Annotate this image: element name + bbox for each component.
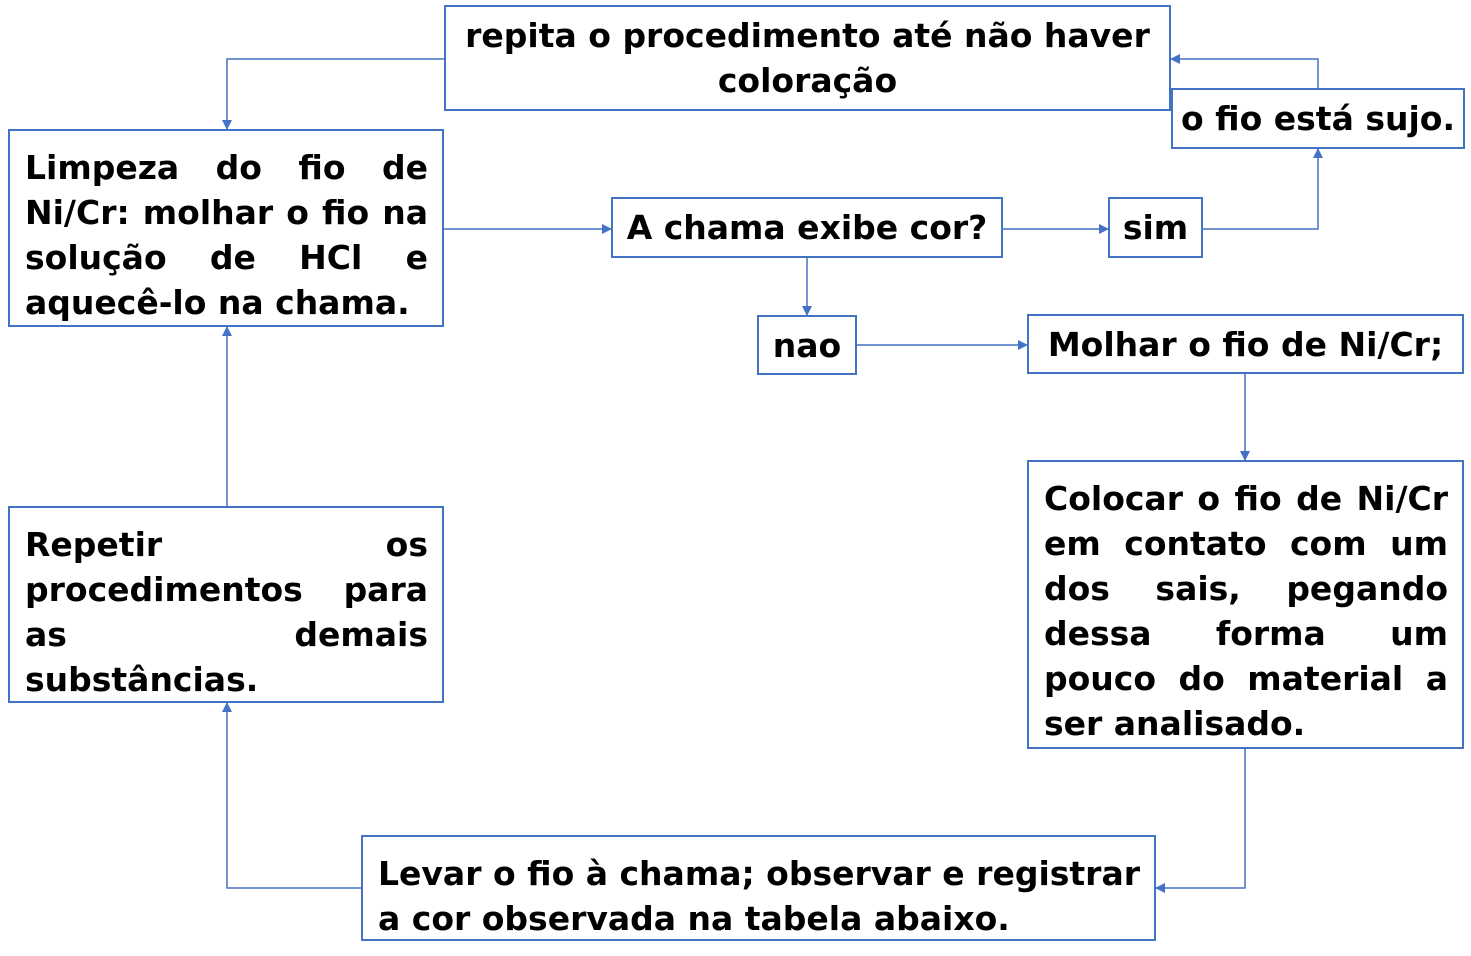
wire-dirty-box: o fio está sujo.	[1171, 88, 1465, 149]
repeat-substances-box: Repetir os procedimentos para as demais …	[8, 506, 444, 703]
wet-wire-box: Molhar o fio de Ni/Cr;	[1027, 314, 1464, 374]
arrow-yes-to-dirty	[1203, 148, 1323, 230]
flame-question-text: A chama exibe cor?	[626, 208, 988, 247]
wet-wire-text: Molhar o fio de Ni/Cr;	[1047, 324, 1444, 364]
clean-wire-box: Limpeza do fio de Ni/Cr: molhar o fio na…	[8, 129, 444, 327]
answer-no-box: nao	[757, 315, 857, 375]
answer-yes-box: sim	[1108, 197, 1203, 258]
take-to-flame-box: Levar o fio à chama; observar e registra…	[361, 835, 1156, 941]
arrow-contact-to-flame	[1155, 749, 1246, 893]
wire-dirty-text: o fio está sujo.	[1181, 99, 1455, 138]
repeat-until-clean-box: repita o procedimento até não haver colo…	[444, 5, 1171, 111]
repeat-until-clean-text: repita o procedimento até não haver colo…	[465, 16, 1150, 100]
take-to-flame-text: Levar o fio à chama; observar e registra…	[378, 854, 1140, 938]
answer-no-text: nao	[772, 325, 842, 365]
arrow-flame-to-repeat-substances	[222, 702, 361, 889]
clean-wire-text: Limpeza do fio de Ni/Cr: molhar o fio na…	[25, 148, 428, 322]
arrow-dirty-to-repeat	[1170, 54, 1319, 88]
repeat-substances-text: Repetir os procedimentos para as demais …	[25, 525, 428, 699]
flame-question-box: A chama exibe cor?	[611, 197, 1003, 258]
answer-yes-text: sim	[1122, 208, 1189, 247]
contact-salt-text: Colocar o fio de Ni/Cr em contato com um…	[1044, 479, 1448, 743]
contact-salt-box: Colocar o fio de Ni/Cr em contato com um…	[1027, 460, 1464, 749]
arrow-repeat-to-clean	[222, 58, 444, 130]
